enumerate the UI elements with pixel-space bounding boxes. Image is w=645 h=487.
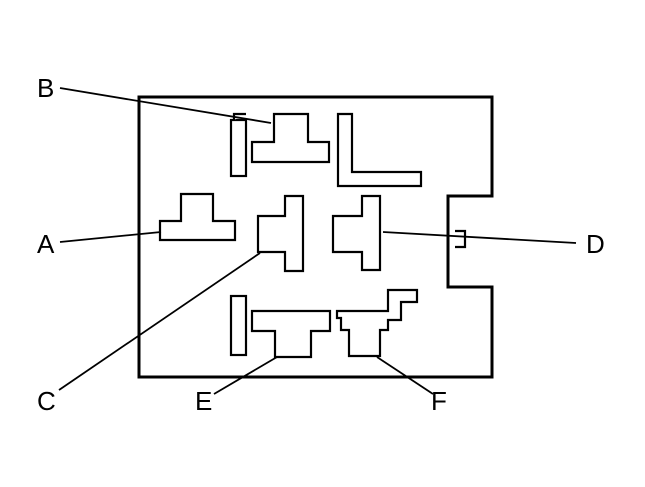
leader-line-a bbox=[59, 231, 162, 243]
latch-tab bbox=[455, 229, 467, 249]
terminal-e bbox=[250, 309, 332, 359]
callout-b: B bbox=[37, 73, 54, 103]
terminal-a bbox=[158, 192, 237, 242]
terminal-c bbox=[256, 194, 305, 273]
terminal-slot-bottom-left bbox=[229, 294, 248, 357]
leader-line-e bbox=[213, 356, 278, 395]
callout-d: D bbox=[586, 229, 605, 259]
callout-f: F bbox=[431, 386, 447, 416]
leader-line-f bbox=[376, 356, 434, 395]
terminal-b bbox=[250, 112, 331, 164]
callout-a: A bbox=[37, 229, 55, 259]
terminal-l-shaped bbox=[336, 112, 423, 188]
leader-line-b bbox=[59, 87, 272, 124]
callout-c: C bbox=[37, 386, 56, 416]
callout-e: E bbox=[195, 386, 212, 416]
connector-housing-outline bbox=[137, 95, 494, 379]
terminal-slot-top-left bbox=[229, 118, 248, 178]
leader-line-c bbox=[58, 252, 261, 391]
terminal-f bbox=[335, 288, 419, 358]
terminal-d bbox=[331, 194, 382, 272]
leader-line-d bbox=[382, 231, 577, 244]
